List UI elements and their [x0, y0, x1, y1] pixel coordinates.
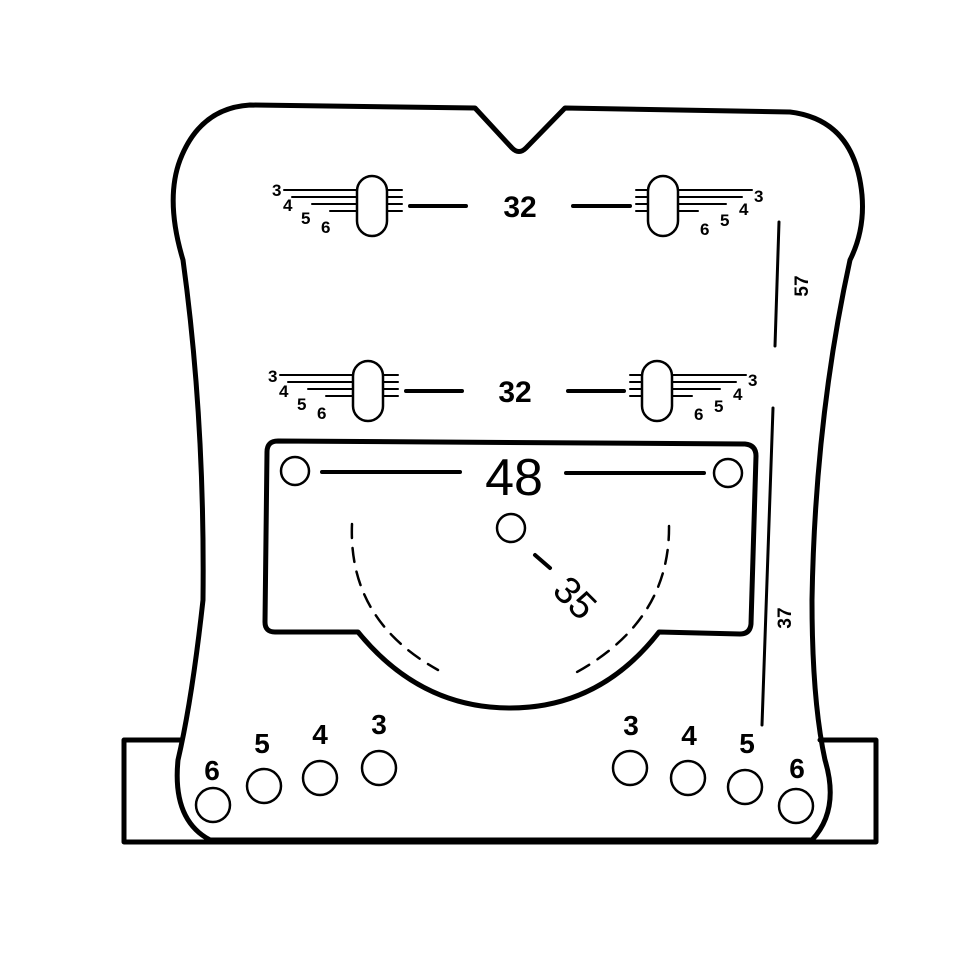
string-label: 6	[321, 218, 330, 237]
bottom-holes-left: 6 5 4 3	[194, 709, 398, 824]
body-outline	[170, 102, 865, 843]
radius-line	[533, 553, 552, 570]
radius-arc-dashed-left	[350, 522, 440, 672]
string-label: 4	[739, 200, 749, 219]
string-hole	[360, 749, 398, 787]
upper-spacing-label: 32	[503, 191, 536, 224]
slot-oval	[646, 174, 680, 238]
bottom-holes-right: 3 4 5 6	[611, 710, 815, 825]
string-label: 3	[268, 367, 277, 386]
string-hole	[611, 749, 649, 787]
middle-left-string-guide: 3 4 5 6	[268, 359, 399, 423]
string-hole	[245, 767, 283, 805]
hole-label: 5	[739, 728, 755, 759]
string-label: 3	[748, 371, 757, 390]
hole-label: 4	[681, 720, 697, 751]
mounting-hole-left	[279, 455, 311, 487]
string-label: 5	[714, 397, 723, 416]
slot-oval	[640, 359, 674, 423]
radius-arc-dashed-right	[575, 524, 671, 674]
plate-outline	[262, 438, 759, 711]
slot-oval	[355, 174, 389, 238]
center-pivot-hole	[495, 512, 527, 544]
string-hole	[726, 768, 764, 806]
mounting-hole-right	[712, 457, 744, 489]
string-label: 6	[317, 404, 326, 423]
string-hole	[777, 787, 815, 825]
string-label: 6	[694, 405, 703, 424]
upper-left-string-guide: 3 4 5 6	[272, 174, 403, 238]
slot-oval	[351, 359, 385, 423]
string-hole	[301, 759, 339, 797]
hole-label: 4	[312, 719, 328, 750]
string-label: 4	[283, 196, 293, 215]
string-label: 5	[301, 209, 310, 228]
string-label: 4	[733, 385, 743, 404]
string-label: 3	[754, 187, 763, 206]
middle-spacing-label: 32	[498, 376, 531, 409]
side-dimension-upper-label: 57	[792, 275, 813, 296]
string-label: 5	[297, 395, 306, 414]
hole-label: 3	[623, 710, 639, 741]
plate-radius-label: 35	[545, 569, 605, 629]
upper-right-string-guide: 3 4 5 6	[635, 174, 763, 239]
middle-right-string-guide: 3 4 5 6	[629, 359, 757, 424]
hole-label: 3	[371, 709, 387, 740]
string-label: 3	[272, 181, 281, 200]
string-label: 5	[720, 211, 729, 230]
hole-label: 6	[789, 753, 805, 784]
hole-label: 5	[254, 728, 270, 759]
string-label: 6	[700, 220, 709, 239]
string-hole	[194, 786, 232, 824]
side-dimension-lower-label: 37	[775, 607, 796, 628]
dimension-line-lower	[760, 406, 775, 727]
dimension-line-upper	[773, 220, 781, 348]
string-hole	[669, 759, 707, 797]
base-bar-outline	[121, 737, 879, 845]
hole-label: 6	[204, 755, 220, 786]
string-label: 4	[279, 382, 289, 401]
plate-width-label: 48	[485, 449, 543, 507]
